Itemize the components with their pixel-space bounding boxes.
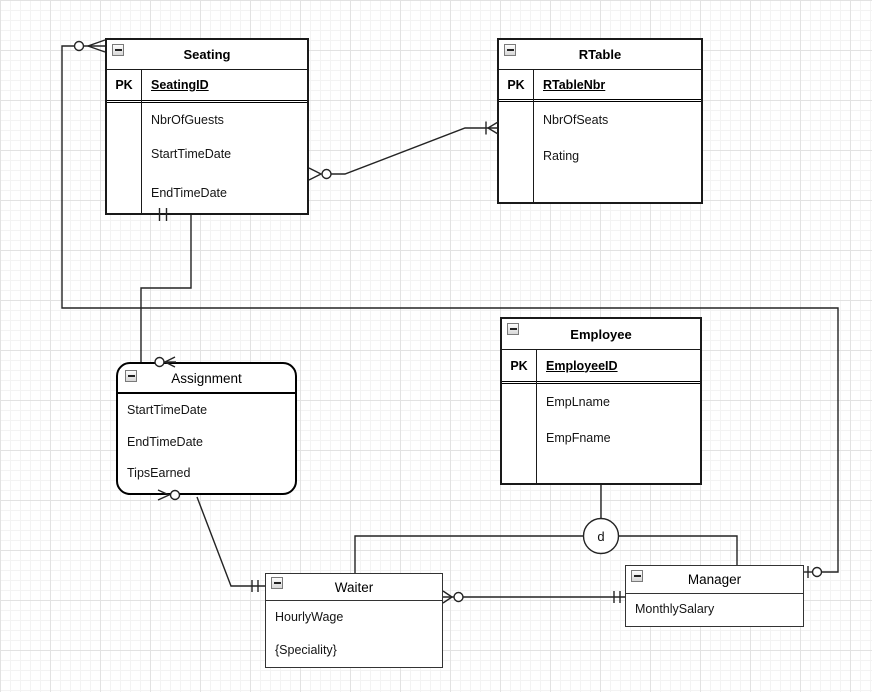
subtype-connector-employee[interactable]: d bbox=[354, 485, 738, 573]
entity-title: Employee bbox=[570, 326, 632, 342]
attribute: Rating bbox=[543, 149, 580, 163]
cardinality-circle-icon bbox=[73, 40, 85, 52]
relationship-waiter-manager[interactable] bbox=[442, 590, 625, 604]
relationship-line[interactable] bbox=[331, 127, 497, 175]
entity-seating[interactable]: Seating PK SeatingID NbrOfGuests StartTi… bbox=[105, 38, 309, 215]
entity-assignment[interactable]: Assignment StartTimeDate EndTimeDate Tip… bbox=[116, 362, 297, 495]
pk-label: PK bbox=[507, 77, 525, 92]
collapse-icon[interactable] bbox=[504, 44, 516, 56]
entity-rtable[interactable]: RTable PK RTableNbr NbrOfSeats Rating bbox=[497, 38, 703, 204]
attribute: {Speciality} bbox=[275, 642, 337, 657]
pk-attribute: RTableNbr bbox=[543, 77, 606, 92]
minus-icon bbox=[273, 582, 281, 584]
double-bar-icon bbox=[251, 580, 259, 592]
collapse-icon[interactable] bbox=[125, 370, 137, 382]
entity-title: Assignment bbox=[171, 370, 242, 386]
minus-icon bbox=[509, 328, 517, 330]
double-bar-icon bbox=[613, 591, 621, 603]
entity-title: RTable bbox=[578, 47, 622, 62]
minus-icon bbox=[633, 575, 641, 577]
entity-employee[interactable]: Employee PK EmployeeID EmpLname EmpFname bbox=[500, 317, 702, 485]
attribute: EmpFname bbox=[546, 431, 611, 445]
minus-icon bbox=[127, 375, 135, 377]
relationship-seating-rtable[interactable] bbox=[308, 121, 499, 181]
entity-waiter[interactable]: Waiter HourlyWage {Speciality} bbox=[265, 573, 443, 668]
collapse-icon[interactable] bbox=[271, 577, 283, 589]
relationship-line[interactable] bbox=[140, 215, 192, 362]
attribute: TipsEarned bbox=[127, 465, 191, 480]
pk-column-divider bbox=[533, 70, 534, 202]
attribute: StartTimeDate bbox=[151, 147, 232, 161]
cardinality-circle-icon bbox=[453, 591, 464, 603]
attribute: HourlyWage bbox=[275, 609, 344, 624]
attribute: EndTimeDate bbox=[127, 434, 203, 449]
attribute: MonthlySalary bbox=[635, 602, 715, 616]
relationship-line[interactable] bbox=[196, 496, 265, 587]
subtype-line-manager[interactable] bbox=[618, 535, 738, 565]
collapse-icon[interactable] bbox=[631, 570, 643, 582]
cardinality-circle-icon bbox=[811, 566, 823, 578]
subtype-line-waiter[interactable] bbox=[354, 535, 584, 573]
pk-attribute: EmployeeID bbox=[546, 358, 618, 373]
entity-title: Manager bbox=[687, 572, 742, 587]
entity-manager[interactable]: Manager MonthlySalary bbox=[625, 565, 804, 627]
cardinality-circle-icon bbox=[321, 168, 332, 180]
attribute: StartTimeDate bbox=[127, 403, 208, 417]
pk-label: PK bbox=[115, 78, 133, 92]
collapse-icon[interactable] bbox=[112, 44, 124, 56]
pk-label: PK bbox=[510, 358, 528, 373]
attribute: NbrOfSeats bbox=[543, 113, 609, 127]
disjoint-circle[interactable] bbox=[582, 517, 620, 555]
pk-column-divider bbox=[536, 350, 537, 483]
minus-icon bbox=[114, 49, 122, 51]
attribute: NbrOfGuests bbox=[151, 113, 224, 127]
crows-foot-icon bbox=[85, 39, 106, 53]
entity-title: Seating bbox=[183, 47, 231, 62]
crows-foot-icon bbox=[308, 167, 323, 181]
relationship-seating-assignment[interactable] bbox=[140, 208, 192, 368]
collapse-icon[interactable] bbox=[507, 323, 519, 335]
pk-column-divider bbox=[141, 70, 142, 213]
relationship-assignment-waiter[interactable] bbox=[157, 489, 265, 592]
minus-icon bbox=[506, 49, 514, 51]
pk-attribute: SeatingID bbox=[151, 78, 209, 92]
disjoint-label: d bbox=[597, 529, 604, 544]
attribute: EndTimeDate bbox=[151, 186, 227, 200]
crows-foot-icon bbox=[442, 590, 454, 604]
attribute: EmpLname bbox=[546, 395, 610, 409]
entity-title: Waiter bbox=[334, 579, 374, 595]
